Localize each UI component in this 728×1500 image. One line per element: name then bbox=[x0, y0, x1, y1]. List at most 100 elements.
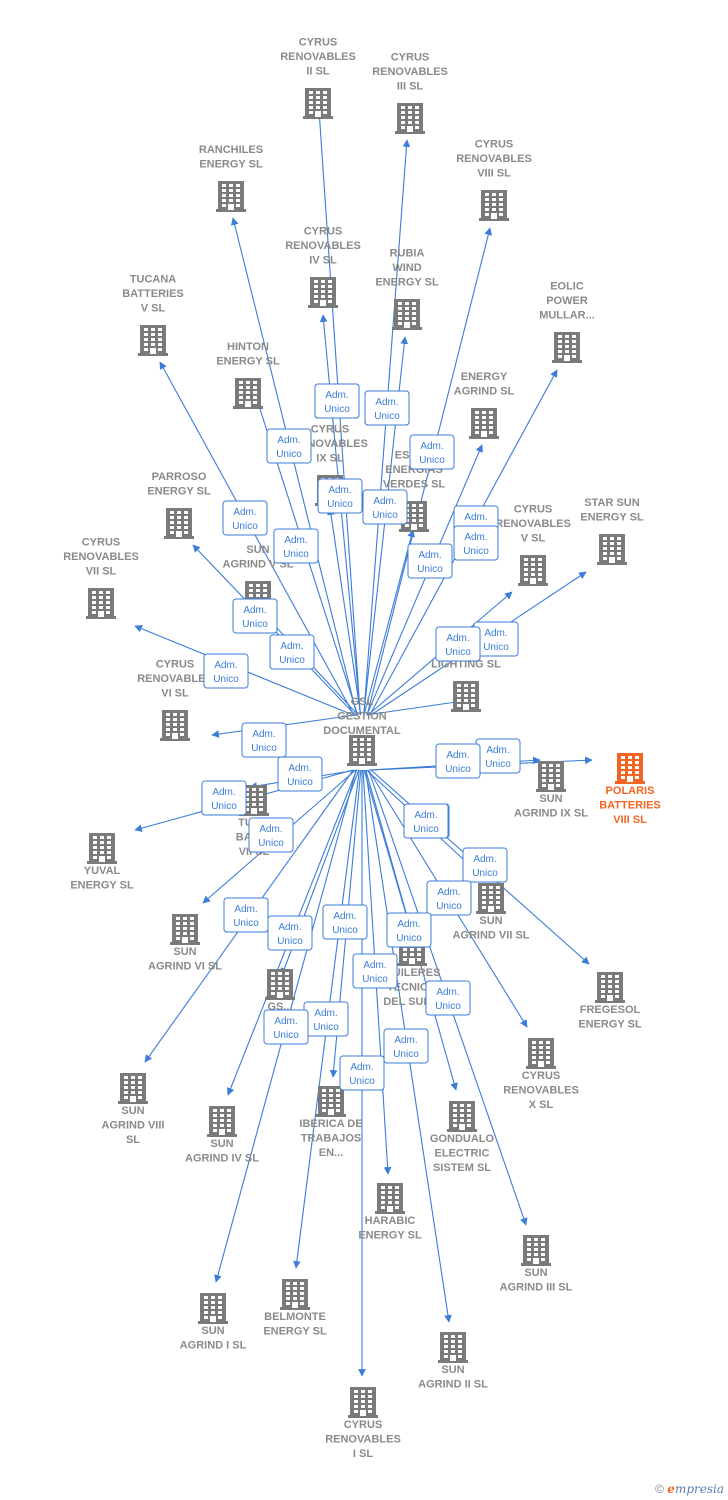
role-badge[interactable]: Adm.Unico bbox=[248, 817, 294, 853]
role-badge[interactable]: Adm.Unico bbox=[462, 847, 508, 883]
svg-text:Adm.: Adm. bbox=[373, 496, 396, 507]
svg-text:Adm.: Adm. bbox=[363, 960, 386, 971]
role-badge[interactable]: Adm.Unico bbox=[267, 915, 313, 951]
svg-text:Adm.: Adm. bbox=[420, 441, 443, 452]
company-icon-37[interactable] bbox=[438, 1332, 468, 1363]
role-badge[interactable]: Adm.Unico bbox=[263, 1009, 309, 1045]
company-icon-14[interactable] bbox=[597, 534, 627, 565]
edge-2 bbox=[230, 217, 358, 716]
svg-text:Adm.: Adm. bbox=[484, 628, 507, 639]
company-icon-24[interactable] bbox=[170, 914, 200, 945]
role-badge[interactable]: Adm.Unico bbox=[203, 653, 249, 689]
role-badge[interactable]: Adm.Unico bbox=[475, 738, 521, 774]
svg-text:Adm.: Adm. bbox=[212, 787, 235, 798]
company-icon-34[interactable] bbox=[521, 1235, 551, 1266]
role-badge[interactable]: Adm.Unico bbox=[317, 478, 363, 514]
svg-text:Unico: Unico bbox=[213, 674, 239, 685]
role-badge[interactable]: Adm.Unico bbox=[241, 722, 287, 758]
company-icon-0[interactable] bbox=[303, 88, 333, 119]
svg-text:Adm.: Adm. bbox=[446, 750, 469, 761]
svg-text:Unico: Unico bbox=[485, 759, 511, 770]
role-badge[interactable]: Adm.Unico bbox=[364, 390, 410, 426]
company-icon-17[interactable] bbox=[451, 681, 481, 712]
brand-logo[interactable]: empresia bbox=[667, 1482, 724, 1496]
company-icon-29[interactable] bbox=[118, 1073, 148, 1104]
role-badge[interactable]: Adm.Unico bbox=[266, 428, 312, 464]
role-badge[interactable]: Adm.Unico bbox=[223, 897, 269, 933]
company-icon-12[interactable] bbox=[164, 508, 194, 539]
role-badge[interactable]: Adm.Unico bbox=[303, 1001, 349, 1037]
role-badge[interactable]: Adm.Unico bbox=[383, 1028, 429, 1064]
svg-text:Adm.: Adm. bbox=[350, 1062, 373, 1073]
role-badge[interactable]: Adm.Unico bbox=[222, 500, 268, 536]
svg-text:Unico: Unico bbox=[413, 824, 439, 835]
company-icon-19[interactable] bbox=[615, 753, 645, 784]
company-icon-7[interactable] bbox=[552, 332, 582, 363]
svg-text:Adm.: Adm. bbox=[280, 641, 303, 652]
company-icon-25[interactable] bbox=[595, 972, 625, 1003]
company-icon-22[interactable] bbox=[87, 833, 117, 864]
company-icon-5[interactable] bbox=[392, 299, 422, 330]
hub-company-icon[interactable] bbox=[347, 735, 377, 766]
role-badge[interactable]: Adm.Unico bbox=[409, 434, 455, 470]
svg-text:Unico: Unico bbox=[349, 1076, 375, 1087]
svg-text:Adm.: Adm. bbox=[314, 1008, 337, 1019]
role-badge[interactable]: Adm.Unico bbox=[314, 383, 360, 419]
company-icon-35[interactable] bbox=[198, 1293, 228, 1324]
role-badge[interactable]: Adm.Unico bbox=[425, 980, 471, 1016]
role-badge[interactable]: Adm.Unico bbox=[386, 912, 432, 948]
role-badge[interactable]: Adm.Unico bbox=[362, 489, 408, 525]
role-badge[interactable]: Adm.Unico bbox=[453, 525, 499, 561]
role-badge[interactable]: Adm. Unico bbox=[339, 1055, 385, 1091]
role-badge[interactable]: Adm.Unico bbox=[201, 780, 247, 816]
role-badge[interactable]: Adm.Unico bbox=[277, 756, 323, 792]
svg-text:Unico: Unico bbox=[276, 449, 302, 460]
role-badge[interactable]: Adm.Unico bbox=[269, 634, 315, 670]
company-icon-26[interactable] bbox=[265, 969, 295, 1000]
company-icon-31[interactable] bbox=[316, 1086, 346, 1117]
company-icon-23[interactable] bbox=[476, 883, 506, 914]
role-badge[interactable]: Adm.Unico bbox=[426, 880, 472, 916]
svg-text:Unico: Unico bbox=[393, 1049, 419, 1060]
company-icon-18[interactable] bbox=[160, 710, 190, 741]
company-icon-8[interactable] bbox=[233, 378, 263, 409]
svg-text:Unico: Unico bbox=[483, 642, 509, 653]
role-badge[interactable]: Adm.Unico bbox=[273, 528, 319, 564]
company-icon-30[interactable] bbox=[207, 1106, 237, 1137]
company-icon-16[interactable] bbox=[86, 588, 116, 619]
company-icon-4[interactable] bbox=[308, 277, 338, 308]
company-icon-3[interactable] bbox=[479, 190, 509, 221]
role-badge[interactable]: Adm.Unico bbox=[435, 743, 481, 779]
company-icon-38[interactable] bbox=[348, 1387, 378, 1418]
copyright-mark: © bbox=[655, 1482, 664, 1496]
company-icon-9[interactable] bbox=[469, 408, 499, 439]
company-icon-20[interactable] bbox=[536, 761, 566, 792]
company-icon-6[interactable] bbox=[138, 325, 168, 356]
role-badge[interactable]: Adm.Unico bbox=[435, 626, 481, 662]
role-badge[interactable]: Adm.Unico bbox=[352, 953, 398, 989]
role-badge[interactable]: Adm.Unico bbox=[322, 904, 368, 940]
role-badge[interactable]: Adm. Unico bbox=[473, 621, 519, 657]
company-icon-2[interactable] bbox=[216, 181, 246, 212]
company-icon-32[interactable] bbox=[447, 1101, 477, 1132]
edge-4 bbox=[319, 314, 361, 716]
company-icon-36[interactable] bbox=[280, 1279, 310, 1310]
company-icon-13[interactable] bbox=[518, 555, 548, 586]
svg-text:Adm.: Adm. bbox=[233, 507, 256, 518]
role-badge[interactable]: Adm.Unico bbox=[403, 803, 449, 839]
company-icon-33[interactable] bbox=[375, 1183, 405, 1214]
company-icon-1[interactable] bbox=[395, 103, 425, 134]
svg-text:Adm.: Adm. bbox=[473, 854, 496, 865]
role-badge[interactable]: Adm.Unico bbox=[232, 598, 278, 634]
company-icon-28[interactable] bbox=[526, 1038, 556, 1069]
role-badge[interactable]: Adm.Unico bbox=[407, 543, 453, 579]
svg-text:Unico: Unico bbox=[435, 1001, 461, 1012]
